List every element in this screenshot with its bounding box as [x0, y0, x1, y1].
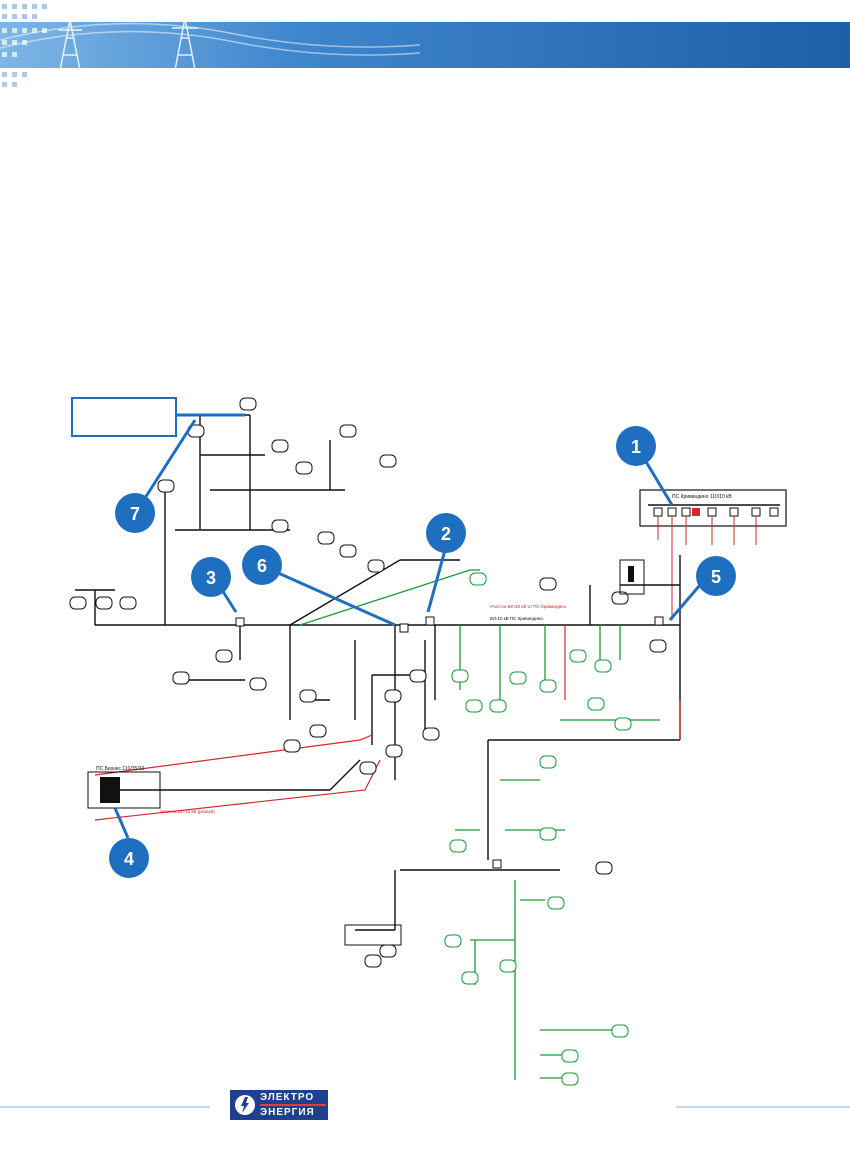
red-note-2: Участок ВЛ-10 кВ (резерв) — [160, 809, 215, 814]
callout-3: 3 — [191, 557, 231, 597]
svg-text:5: 5 — [711, 567, 721, 587]
empty-label-box — [71, 397, 177, 437]
substation-bottom-title: ПС Бизнес 110/35/10 — [96, 766, 144, 772]
substation-title: ПС Кривандино 110/10 кВ — [672, 494, 732, 500]
header-banner — [0, 4, 850, 87]
svg-text:1: 1 — [631, 437, 641, 457]
svg-text:2: 2 — [441, 524, 451, 544]
callout-4: 4 — [109, 838, 149, 878]
red-note-1: Участок ВЛ-10 кВ от ПС Кривандино — [490, 604, 567, 609]
footer-rule — [0, 1106, 850, 1108]
callout-7: 7 — [115, 493, 155, 533]
callout-1: 1 — [616, 426, 656, 466]
power-network-diagram: ПС Кривандино 110/10 кВ — [69, 397, 787, 1086]
logo-line-1: ЭЛЕКТРО — [260, 1092, 315, 1103]
svg-text:4: 4 — [124, 849, 134, 869]
callout-2: 2 — [426, 513, 466, 553]
svg-text:7: 7 — [130, 504, 140, 524]
company-logo: ЭЛЕКТРО ЭНЕРГИЯ — [230, 1090, 328, 1120]
svg-text:3: 3 — [206, 568, 216, 588]
logo-emblem-icon — [235, 1095, 255, 1115]
svg-text:6: 6 — [257, 556, 267, 576]
callout-5: 5 — [696, 556, 736, 596]
green-note: ВЛ-10 кВ ПС Кривандино — [490, 616, 543, 621]
callout-6: 6 — [242, 545, 282, 585]
substation-box — [639, 489, 787, 527]
logo-line-2: ЭНЕРГИЯ — [260, 1107, 315, 1118]
logo-divider — [260, 1104, 326, 1106]
